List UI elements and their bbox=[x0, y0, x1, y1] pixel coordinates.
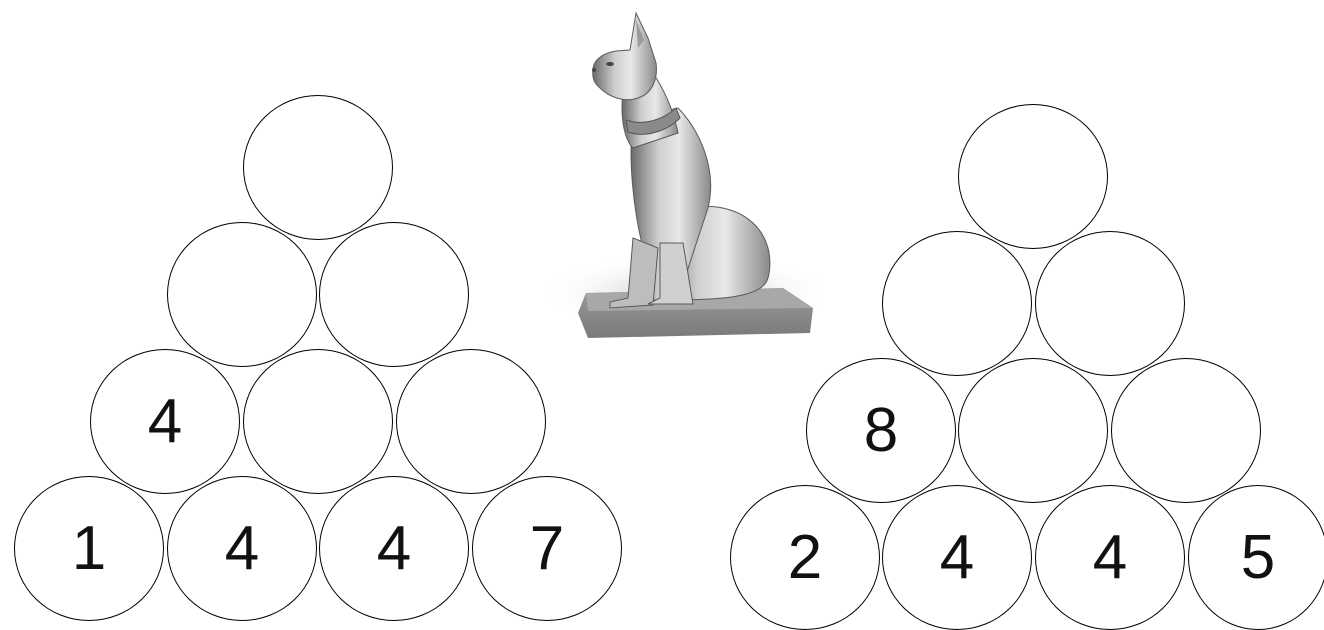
pyramid-cell[interactable]: 4 bbox=[882, 485, 1032, 630]
pyramid-cell[interactable] bbox=[167, 222, 317, 367]
pyramid-cell[interactable]: 4 bbox=[90, 349, 240, 494]
pyramid-cell[interactable] bbox=[319, 222, 469, 367]
pyramid-cell[interactable]: 7 bbox=[472, 476, 622, 621]
pyramid-cell[interactable]: 5 bbox=[1188, 485, 1324, 630]
pyramid-cell[interactable] bbox=[396, 349, 546, 494]
pyramid-cell[interactable] bbox=[243, 349, 393, 494]
pyramid-cell[interactable] bbox=[882, 231, 1032, 376]
pyramid-cell[interactable]: 4 bbox=[1035, 485, 1185, 630]
pyramid-cell[interactable] bbox=[958, 358, 1108, 503]
pyramid-cell[interactable] bbox=[1035, 231, 1185, 376]
pyramid-cell[interactable]: 1 bbox=[14, 476, 164, 621]
pyramid-cell[interactable]: 4 bbox=[167, 476, 317, 621]
pyramid-cell[interactable] bbox=[958, 104, 1108, 249]
pyramid-cell[interactable]: 8 bbox=[806, 358, 956, 503]
cat-statue-image bbox=[548, 8, 823, 343]
pyramid-cell[interactable]: 2 bbox=[730, 485, 880, 630]
pyramid-cell[interactable] bbox=[243, 95, 393, 240]
pyramid-cell[interactable]: 4 bbox=[319, 476, 469, 621]
pyramid-cell[interactable] bbox=[1111, 358, 1261, 503]
